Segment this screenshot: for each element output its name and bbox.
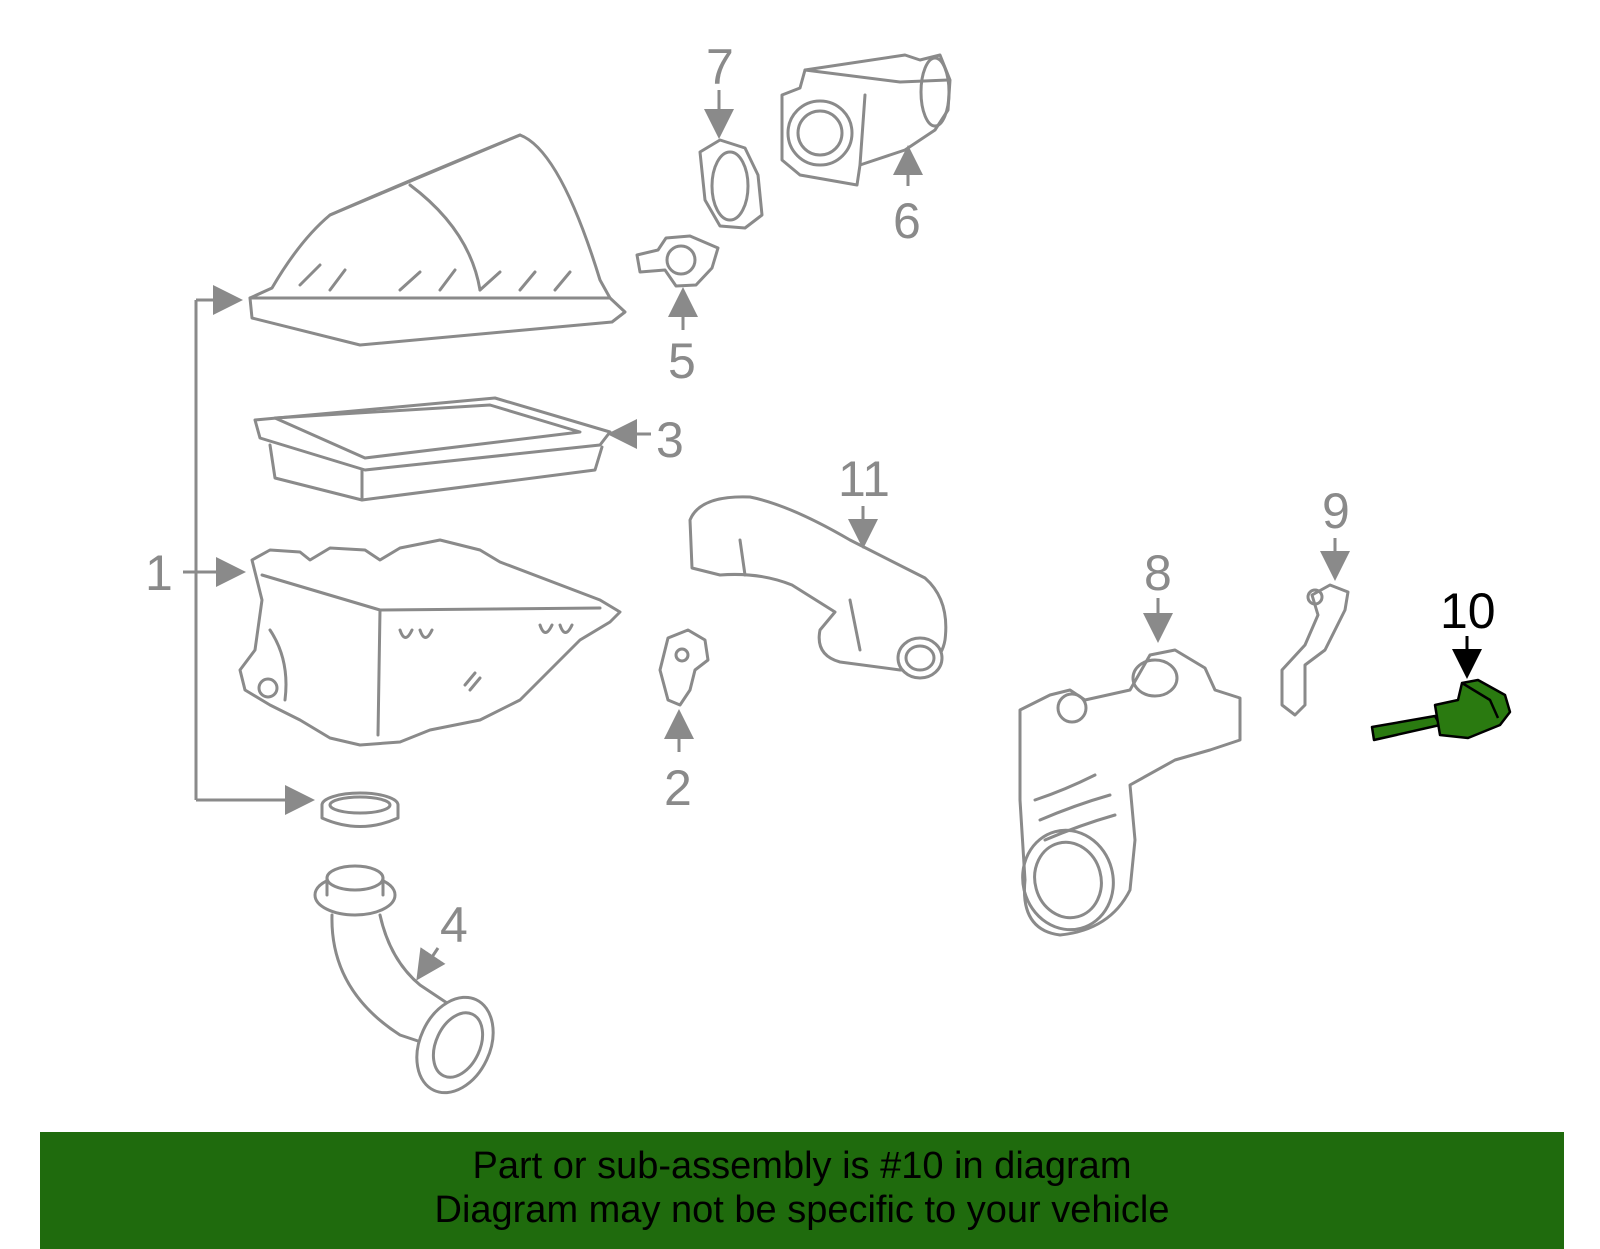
intake-hose [1018, 648, 1242, 937]
hose-clamp-clip [658, 628, 710, 707]
intake-seal-ring [320, 791, 400, 828]
callout-10: 10 [1440, 583, 1496, 639]
info-banner: Part or sub-assembly is #10 in diagram D… [40, 1132, 1564, 1249]
air-cleaner-body [238, 538, 622, 747]
leader-lines [183, 90, 1350, 981]
parts-diagram: 1 2 3 4 5 6 7 8 9 10 11 [145, 39, 1512, 1095]
intake-tube [688, 495, 948, 680]
inlet-duct [313, 864, 495, 1095]
callout-6: 6 [893, 193, 921, 249]
banner-line-disclaimer: Diagram may not be specific to your vehi… [434, 1189, 1170, 1231]
callout-4: 4 [440, 897, 468, 953]
callout-1: 1 [145, 545, 173, 601]
air-filter-element [253, 396, 612, 502]
callout-5: 5 [668, 333, 696, 389]
callout-8: 8 [1144, 545, 1172, 601]
air-cleaner-lid [248, 133, 627, 347]
mass-airflow-gasket [698, 138, 764, 230]
pcv-hose-highlighted [1370, 678, 1512, 742]
callout-7: 7 [706, 39, 734, 95]
intake-temp-sensor [635, 234, 720, 288]
callout-11: 11 [838, 451, 890, 507]
banner-line-part: Part or sub-assembly is #10 in diagram [472, 1145, 1132, 1187]
vent-hose [1280, 583, 1350, 717]
callout-9: 9 [1322, 483, 1350, 539]
callout-2: 2 [664, 760, 692, 816]
mass-airflow-meter [780, 53, 952, 187]
callout-3: 3 [656, 412, 684, 468]
